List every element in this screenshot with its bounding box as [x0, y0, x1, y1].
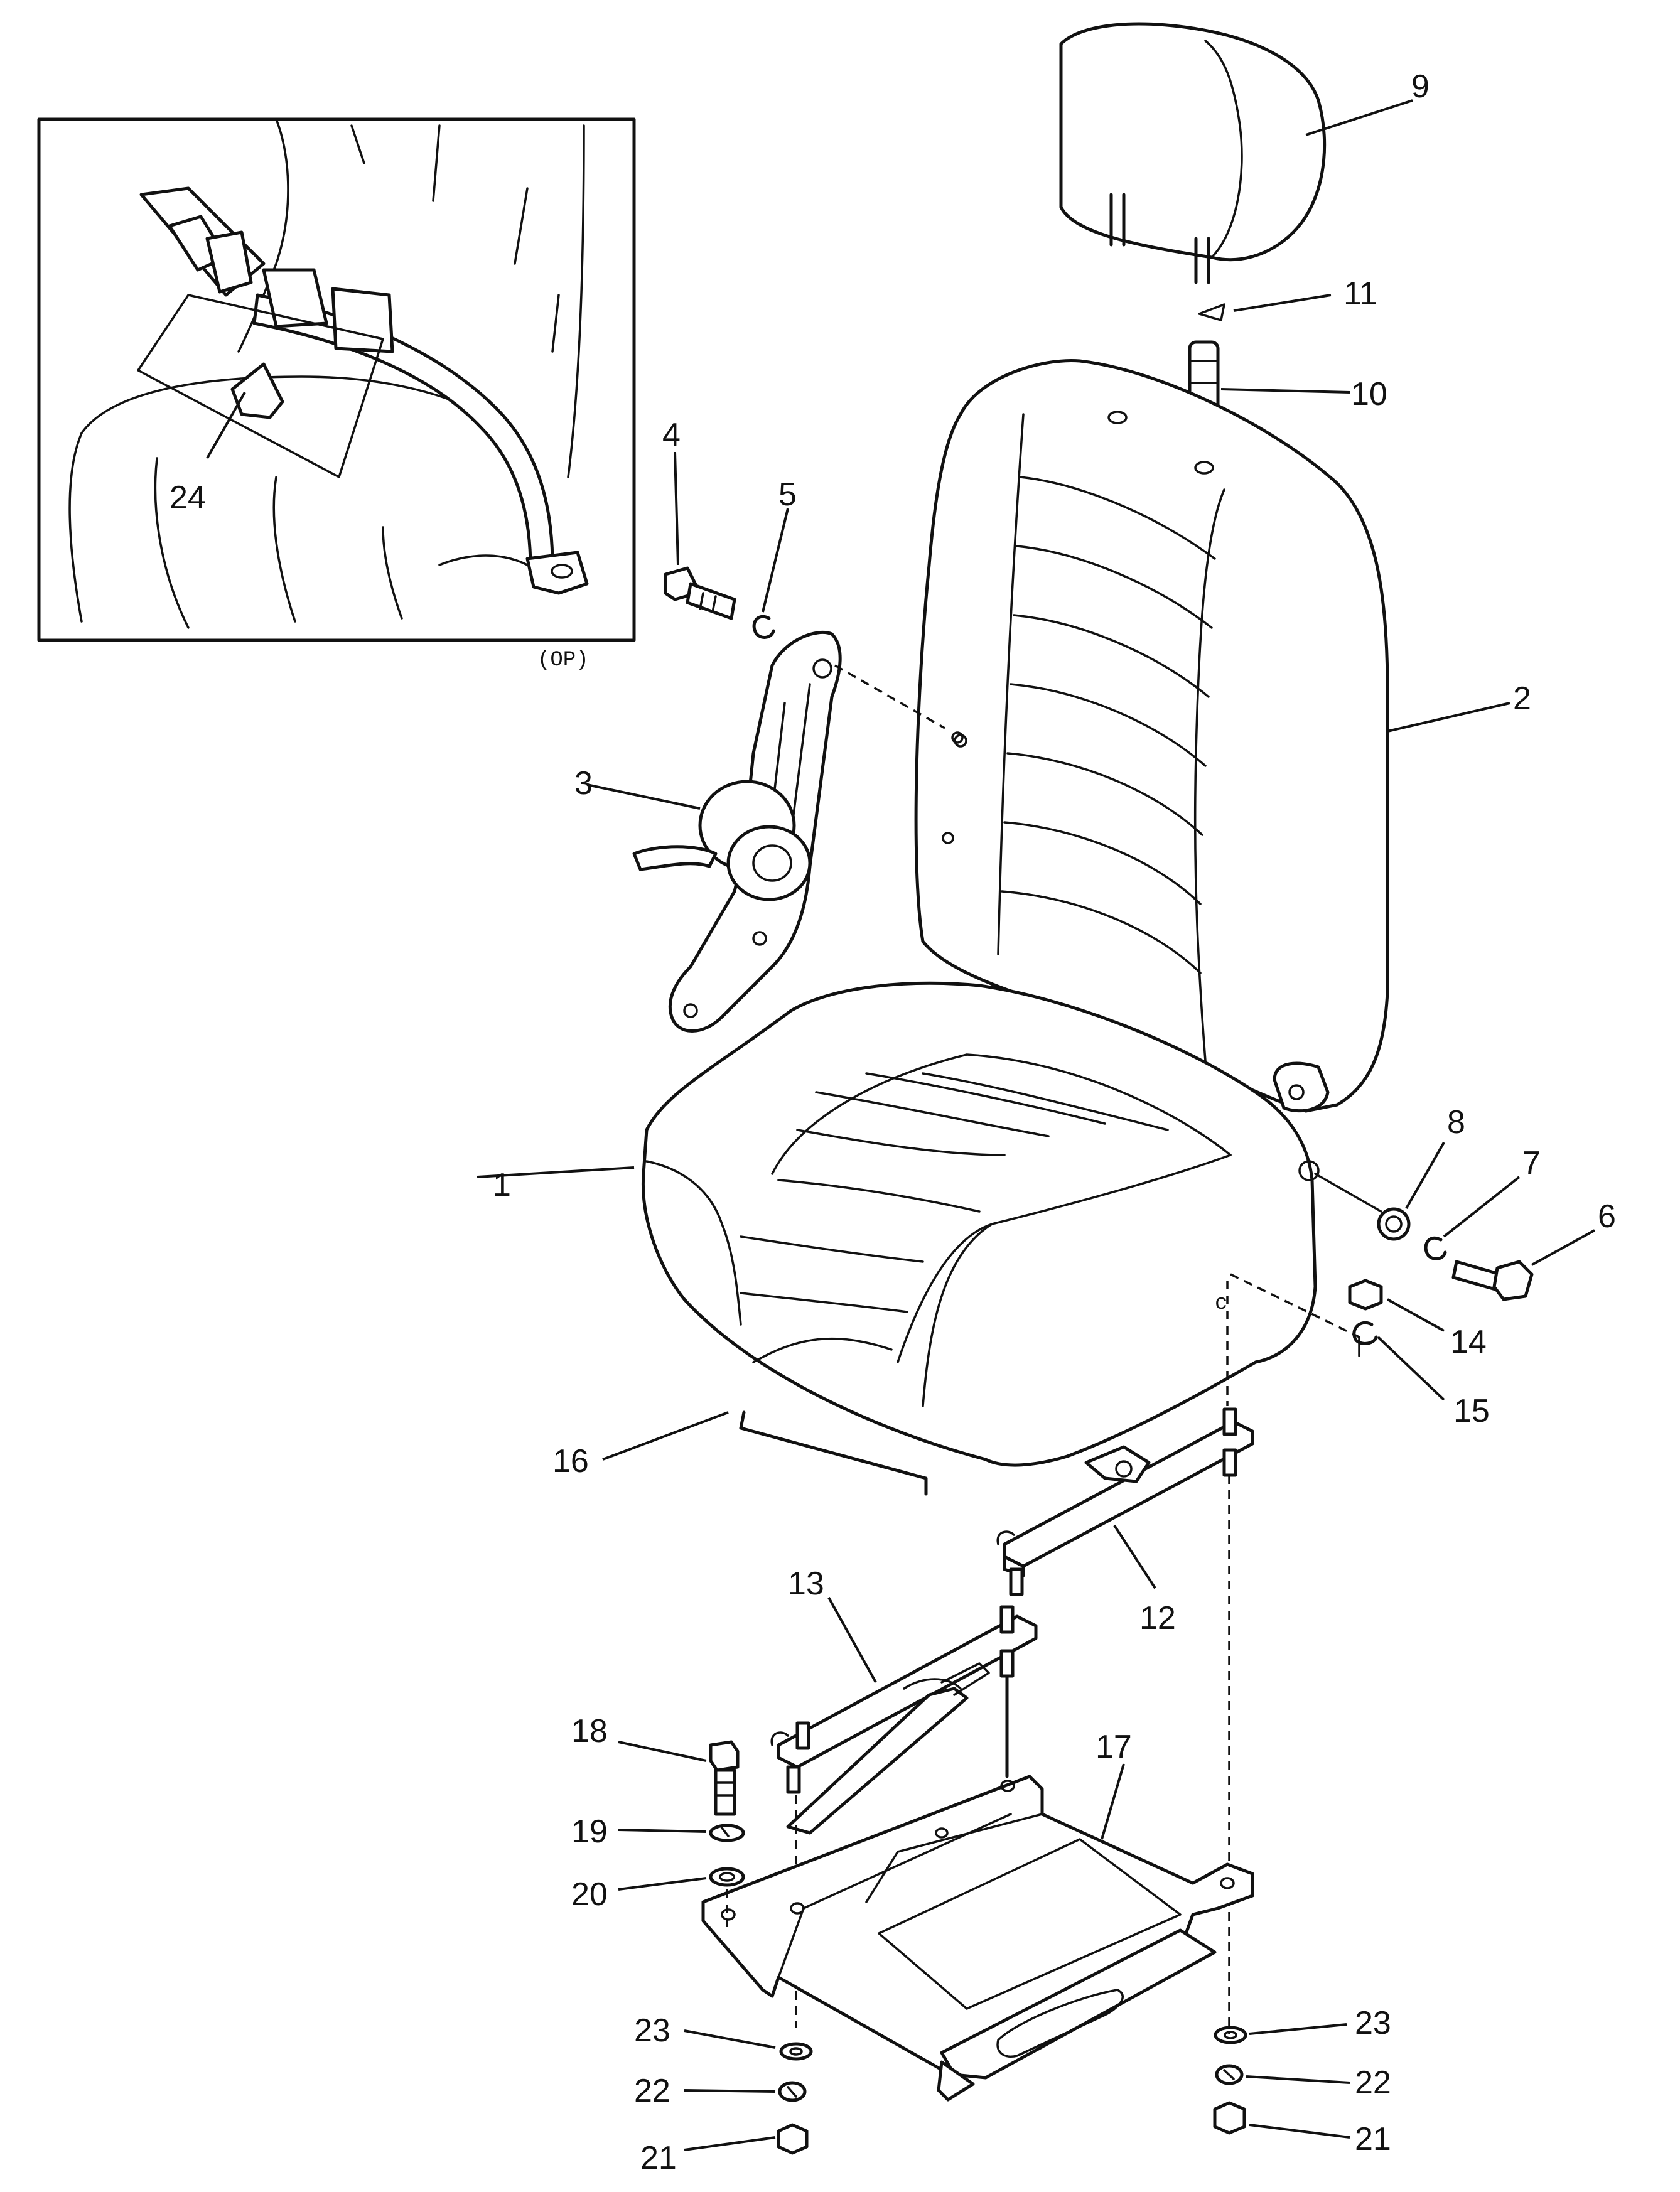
- washer-23-right: 23: [1214, 2005, 1391, 2044]
- washer-15: 15: [1352, 1321, 1490, 1429]
- callout-23-right: 23: [1355, 2005, 1391, 2041]
- callout-6: 6: [1598, 1198, 1616, 1235]
- seat-cushion: 1: [477, 981, 1382, 1467]
- washer-7: 7: [1424, 1145, 1541, 1260]
- wire-16: 16: [552, 1410, 928, 1496]
- washer-5: 5: [752, 476, 797, 639]
- rail-12: 12: [996, 1407, 1254, 2034]
- callout-18: 18: [571, 1713, 608, 1749]
- callout-2: 2: [1513, 680, 1531, 717]
- callout-8: 8: [1447, 1104, 1465, 1141]
- nut-21-left: 21: [640, 2123, 809, 2176]
- callout-11: 11: [1343, 276, 1377, 312]
- stud-mark: c: [1215, 1292, 1227, 1316]
- bolt-18: 18: [571, 1713, 740, 1816]
- washer-22-left: 22: [634, 2073, 807, 2109]
- callout-19: 19: [571, 1813, 608, 1850]
- callout-22-left: 22: [634, 2073, 670, 2109]
- spacer-8: 8: [1377, 1104, 1465, 1241]
- nut-21-right: 21: [1213, 2101, 1391, 2157]
- washer-23-left: 23: [634, 2012, 813, 2061]
- bolt-6: 6: [1451, 1198, 1616, 1301]
- callout-9: 9: [1411, 68, 1430, 105]
- headrest: 9: [1059, 22, 1430, 284]
- rail-13: 13: [770, 1566, 1038, 2028]
- washer-22-right: 22: [1215, 2064, 1391, 2101]
- callout-12: 12: [1139, 1600, 1176, 1636]
- callout-10: 10: [1351, 376, 1387, 412]
- callout-3: 3: [574, 765, 593, 802]
- recliner-3: 3: [574, 630, 964, 1033]
- base-bracket-17: 17: [701, 1729, 1254, 2102]
- callout-13: 13: [788, 1566, 824, 1602]
- callout-4: 4: [662, 417, 681, 453]
- bolt-4: 4: [662, 417, 736, 620]
- washer-19: 19: [571, 1813, 745, 1850]
- callout-14: 14: [1450, 1324, 1487, 1360]
- callout-1: 1: [493, 1167, 511, 1203]
- clip-11: 11: [1198, 276, 1377, 321]
- inset-frame: [37, 117, 636, 642]
- callout-21-left: 21: [640, 2140, 677, 2176]
- callout-23-left: 23: [634, 2012, 670, 2049]
- callout-15: 15: [1453, 1393, 1490, 1429]
- callout-22-right: 22: [1355, 2065, 1391, 2101]
- callout-5: 5: [778, 476, 797, 513]
- washer-20: 20: [571, 1867, 745, 1913]
- callout-21-right: 21: [1355, 2121, 1391, 2157]
- callout-16: 16: [552, 1443, 589, 1480]
- callout-7: 7: [1522, 1145, 1541, 1181]
- seatbelt-inset: 24: [37, 117, 636, 642]
- inset-tag: (OP): [537, 648, 589, 672]
- nut-14: 14: [1348, 1279, 1487, 1360]
- seat-back: 2: [914, 358, 1531, 1113]
- callout-24: 24: [170, 480, 206, 516]
- callout-20: 20: [571, 1876, 608, 1913]
- callout-17: 17: [1096, 1729, 1132, 1765]
